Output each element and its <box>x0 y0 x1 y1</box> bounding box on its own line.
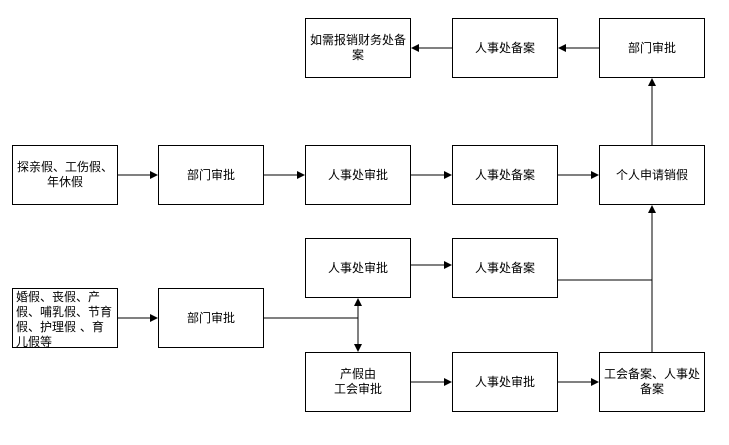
node-dept-approve-top: 部门审批 <box>599 18 705 78</box>
node-finance: 如需报销财务处备案 <box>305 18 411 78</box>
node-dept-approve-1-label: 部门审批 <box>186 167 235 182</box>
node-hr-file-1: 人事处备案 <box>452 145 558 205</box>
node-hr-approve-1: 人事处审批 <box>305 145 411 205</box>
node-dept-approve-2-label: 部门审批 <box>186 310 235 325</box>
node-maternity-union: 产假由 工会审批 <box>305 352 411 412</box>
node-dept-approve-top-label: 部门审批 <box>627 40 676 55</box>
node-hr-file-top: 人事处备案 <box>452 18 558 78</box>
node-leave-type-2: 婚假、丧假、产假、哺乳假、节育假、护理假 、育儿假等 <box>12 288 118 349</box>
node-union-hr-file-label: 工会备案、人事处备案 <box>604 367 701 396</box>
node-dept-approve-1: 部门审批 <box>158 145 264 205</box>
node-leave-type-2-label: 婚假、丧假、产假、哺乳假、节育假、护理假 、育儿假等 <box>16 290 113 349</box>
node-hr-file-2-label: 人事处备案 <box>474 260 535 275</box>
node-hr-approve-1-label: 人事处审批 <box>327 167 388 182</box>
node-hr-file-top-label: 人事处备案 <box>474 40 535 55</box>
node-hr-approve-2: 人事处审批 <box>305 238 411 298</box>
node-hr-approve-3-label: 人事处审批 <box>474 374 535 389</box>
node-maternity-union-label: 产假由 工会审批 <box>333 367 382 396</box>
node-union-hr-file: 工会备案、人事处备案 <box>599 352 705 412</box>
node-personal-cancel: 个人申请销假 <box>599 145 705 205</box>
node-hr-approve-3: 人事处审批 <box>452 352 558 412</box>
node-finance-label: 如需报销财务处备案 <box>310 33 407 62</box>
node-hr-approve-2-label: 人事处审批 <box>327 260 388 275</box>
node-leave-type-1-label: 探亲假、工伤假、年休假 <box>17 160 114 189</box>
node-hr-file-1-label: 人事处备案 <box>474 167 535 182</box>
node-personal-cancel-label: 个人申请销假 <box>615 167 688 182</box>
node-hr-file-2: 人事处备案 <box>452 238 558 298</box>
node-dept-approve-2: 部门审批 <box>158 288 264 348</box>
node-leave-type-1: 探亲假、工伤假、年休假 <box>12 145 118 205</box>
